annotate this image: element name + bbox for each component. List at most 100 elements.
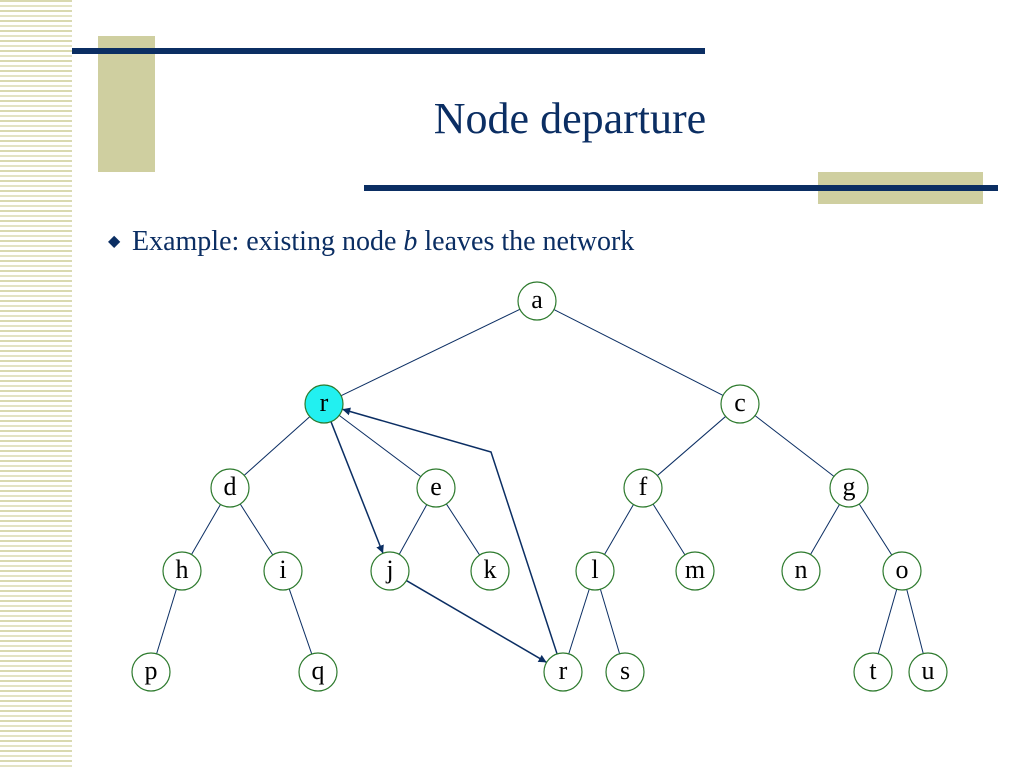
tree-edge-g-n bbox=[810, 504, 840, 555]
node-label: r bbox=[559, 656, 568, 685]
tree-edge-o-u bbox=[906, 589, 924, 654]
tree-edge-c-g bbox=[754, 415, 835, 477]
node-circle bbox=[470, 551, 510, 591]
node-circle bbox=[908, 652, 948, 692]
tree-node-l: l bbox=[575, 551, 615, 591]
node-label: e bbox=[430, 472, 442, 501]
tree-edge-d-i bbox=[239, 503, 274, 556]
bullet-item: ◆ Example: existing node b leaves the net… bbox=[108, 226, 634, 258]
bullet-text-suffix: leaves the network bbox=[417, 226, 635, 257]
node-label: s bbox=[620, 656, 630, 685]
tree-edge-a-c bbox=[553, 309, 724, 396]
tree-edge-o-t bbox=[877, 589, 898, 654]
tree-node-s: s bbox=[605, 652, 645, 692]
node-circle bbox=[517, 281, 557, 321]
bottom-navy-rule bbox=[364, 185, 998, 191]
node-label: n bbox=[795, 555, 808, 584]
node-circle bbox=[263, 551, 303, 591]
tree-node-u: u bbox=[908, 652, 948, 692]
node-label: k bbox=[484, 555, 497, 584]
slide-title: Node departure bbox=[433, 94, 707, 143]
node-label: u bbox=[922, 656, 935, 685]
node-label: f bbox=[639, 472, 648, 501]
tree-node-q: q bbox=[298, 652, 338, 692]
tree-edge-f-m bbox=[652, 503, 686, 556]
tree-edge-e-j bbox=[398, 504, 428, 555]
tree-node-k: k bbox=[470, 551, 510, 591]
node-circle bbox=[720, 384, 760, 424]
tree-edge-e-k bbox=[445, 503, 481, 556]
node-label: t bbox=[869, 656, 877, 685]
diamond-bullet-icon: ◆ bbox=[108, 233, 121, 250]
tree-node-j: j bbox=[370, 551, 410, 591]
node-circle bbox=[675, 551, 715, 591]
arrow-r2-to-r1 bbox=[342, 407, 558, 655]
node-circle bbox=[416, 468, 456, 508]
node-label: g bbox=[843, 472, 856, 501]
node-label: l bbox=[591, 555, 598, 584]
departure-arrows bbox=[330, 407, 558, 664]
node-label: d bbox=[224, 472, 237, 501]
tree-node-r2: r bbox=[543, 652, 583, 692]
node-circle bbox=[162, 551, 202, 591]
node-circle bbox=[781, 551, 821, 591]
node-circle bbox=[298, 652, 338, 692]
node-circle bbox=[853, 652, 893, 692]
node-circle bbox=[210, 468, 250, 508]
node-circle bbox=[131, 652, 171, 692]
tree-node-i: i bbox=[263, 551, 303, 591]
tree-edge-r1-d bbox=[243, 416, 311, 476]
olive-accent-block-left bbox=[98, 36, 155, 172]
bullet-text-prefix: Example: existing node bbox=[132, 226, 404, 257]
tree-edges bbox=[156, 308, 924, 655]
bullet-node-name: b bbox=[403, 226, 418, 257]
node-label: a bbox=[531, 285, 543, 314]
node-circle bbox=[575, 551, 615, 591]
tree-edge-l-r2 bbox=[568, 588, 590, 655]
tree-edge-f-l bbox=[604, 504, 634, 555]
node-label: p bbox=[145, 656, 158, 685]
tree-edge-a-r1 bbox=[340, 308, 521, 397]
tree-node-r1: r bbox=[304, 384, 344, 424]
node-circle bbox=[543, 652, 583, 692]
node-circle bbox=[829, 468, 869, 508]
node-label: j bbox=[385, 555, 393, 584]
top-navy-rule bbox=[72, 48, 705, 54]
node-label: i bbox=[279, 555, 286, 584]
node-label: c bbox=[734, 388, 746, 417]
tree-node-h: h bbox=[162, 551, 202, 591]
tree-node-m: m bbox=[675, 551, 715, 591]
decorative-side-stripes bbox=[0, 0, 72, 768]
node-circle bbox=[605, 652, 645, 692]
node-circle bbox=[882, 551, 922, 591]
tree-node-o: o bbox=[882, 551, 922, 591]
tree-node-n: n bbox=[781, 551, 821, 591]
arrow-j-to-r2 bbox=[406, 579, 547, 664]
tree-edge-g-o bbox=[858, 503, 893, 556]
tree-edge-c-f bbox=[657, 416, 726, 476]
tree-node-e: e bbox=[416, 468, 456, 508]
tree-nodes: a r c d e f g h i j k l m n o p q r s t u bbox=[131, 281, 948, 692]
tree-edge-i-q bbox=[288, 588, 313, 655]
tree-node-t: t bbox=[853, 652, 893, 692]
tree-node-d: d bbox=[210, 468, 250, 508]
node-label: q bbox=[312, 656, 325, 685]
tree-node-p: p bbox=[131, 652, 171, 692]
tree-edge-l-s bbox=[599, 589, 621, 654]
node-circle bbox=[304, 384, 344, 424]
tree-edge-h-p bbox=[156, 589, 177, 654]
node-label: o bbox=[896, 555, 909, 584]
tree-node-g: g bbox=[829, 468, 869, 508]
node-label: m bbox=[685, 555, 705, 584]
node-label: h bbox=[176, 555, 189, 584]
node-label: r bbox=[320, 388, 329, 417]
tree-node-a: a bbox=[517, 281, 557, 321]
node-circle bbox=[623, 468, 663, 508]
tree-node-f: f bbox=[623, 468, 663, 508]
tree-node-c: c bbox=[720, 384, 760, 424]
tree-edge-d-h bbox=[191, 504, 221, 555]
node-circle bbox=[370, 551, 410, 591]
tree-edge-r1-e bbox=[338, 414, 422, 478]
arrow-r1-to-j bbox=[330, 421, 384, 554]
